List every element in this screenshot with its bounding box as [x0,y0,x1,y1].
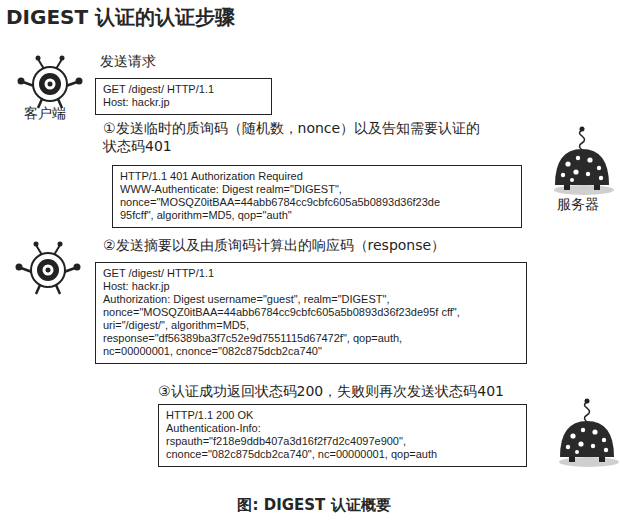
step-caption: ①发送临时的质询码（随机数，nonce）以及告知需要认证的 状态码401 [103,119,528,155]
message-line: GET /digest/ HTTP/1.1 [103,83,263,96]
actor-label: 服务器 [557,195,617,213]
message-box: GET /digest/ HTTP/1.1Host: hackr.jpAutho… [95,262,527,364]
server-robot [559,399,619,468]
message-line: HTTP/1.1 200 OK [166,409,496,422]
message-box: HTTP/1.1 200 OKAuthentication-Info: rspa… [158,404,527,467]
message-box: GET /digest/ HTTP/1.1Host: hackr.jp [95,78,272,115]
message-line: Host: hackr.jp [103,96,263,109]
message-line: Authorization: Digest username="guest", … [103,293,463,358]
step-caption: ③认证成功返回状态码200，失败则再次发送状态码401 [158,382,598,400]
message-line: Authentication-Info: rspauth="f218e9ddb4… [166,422,496,461]
client-robot [16,242,81,295]
actor-label: 客户端 [24,104,84,122]
message-box: HTTP/1.1 401 Authorization RequiredWWW-A… [112,165,522,228]
diagram-title: DIGEST 认证的认证步骤 [6,4,235,31]
server-robot [554,127,614,196]
client-robot [18,56,83,109]
message-line: WWW-Authenticate: Digest realm="DIGEST",… [120,183,462,222]
message-line: GET /digest/ HTTP/1.1 [103,267,463,280]
figure-caption: 图: DIGEST 认证概要 [0,496,628,515]
message-line: Host: hackr.jp [103,280,463,293]
message-line: HTTP/1.1 401 Authorization Required [120,170,462,183]
step-caption: ②发送摘要以及由质询码计算出的响应码（response） [103,236,543,254]
step-caption: 发送请求 [100,52,220,70]
